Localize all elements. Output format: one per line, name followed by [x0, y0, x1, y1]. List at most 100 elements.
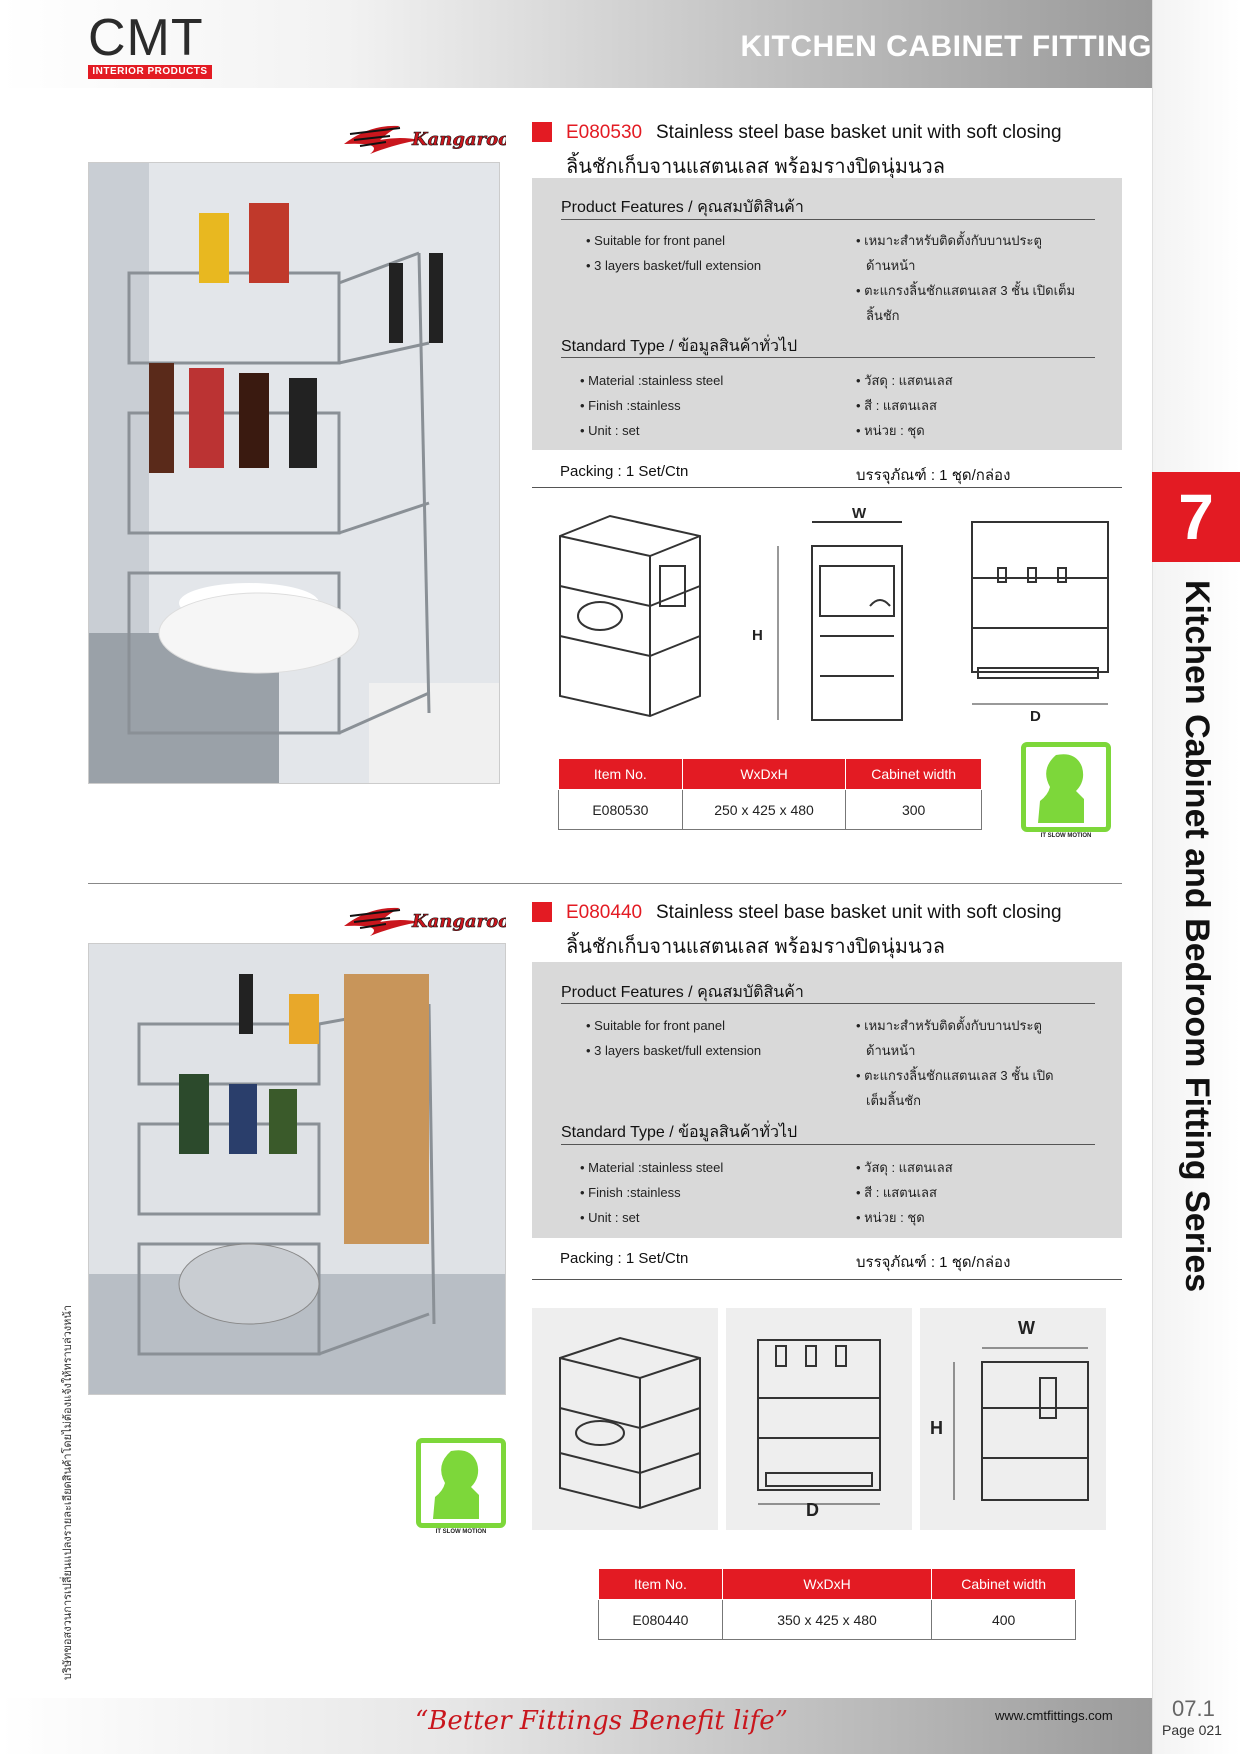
series-title: Kitchen Cabinet and Bedroom Fitting Seri… — [1152, 580, 1240, 1360]
product-photo — [88, 162, 500, 784]
series-title-text: Kitchen Cabinet and Bedroom Fitting Seri… — [1178, 580, 1216, 1293]
depth-label: D — [1030, 708, 1041, 725]
packing-th: บรรจุภัณฑ์ : 1 ชุด/กล่อง — [856, 467, 1011, 484]
slow-motion-caption: IT SLOW MOTION — [1040, 833, 1092, 839]
product-title: Stainless steel base basket unit with so… — [656, 902, 1062, 923]
standard-item: • Material :stainless steel — [580, 373, 724, 388]
feature-item: • Suitable for front panel — [586, 1018, 725, 1033]
feature-item: ลิ้นชัก — [866, 308, 900, 323]
front-dimension-drawing — [760, 506, 910, 730]
features-heading: Product Features / คุณสมบัติสินค้า — [561, 199, 804, 216]
table-cell: 300 — [845, 789, 982, 830]
features-list-th: • เหมาะสำหรับติดตั้งกับบานประตู ด้านหน้า… — [856, 228, 1075, 328]
standard-list-th: • วัสดุ : แสตนเลส • สี : แสตนเลส • หน่วย… — [856, 1155, 953, 1230]
standard-item: • วัสดุ : แสตนเลส — [856, 373, 953, 388]
packing-row — [532, 1238, 1122, 1280]
table-cell: 250 x 425 x 480 — [681, 789, 847, 830]
features-list-en: • Suitable for front panel • 3 layers ba… — [586, 1013, 761, 1063]
packing-row — [532, 450, 1122, 488]
feature-item: • 3 layers basket/full extension — [586, 258, 762, 273]
slow-motion-icon — [1021, 742, 1111, 832]
height-label: H — [752, 627, 763, 644]
table-header: WxDxH — [681, 758, 847, 790]
divider — [561, 1144, 1095, 1145]
product-photo — [88, 943, 506, 1395]
sidebar — [1152, 0, 1240, 1754]
side-dimension-drawing — [920, 1308, 1106, 1530]
standard-heading: Standard Type / ข้อมูลสินค้าทั่วไป — [561, 338, 798, 355]
table-header: WxDxH — [721, 1568, 933, 1600]
kangaroo-brand-logo: Kangaroo — [340, 114, 510, 158]
kangaroo-brand-logo: Kangaroo — [340, 896, 510, 940]
page-number: Page 021 — [1162, 1722, 1222, 1738]
product-marker-square — [532, 902, 552, 922]
feature-item: ด้านหน้า — [866, 258, 916, 273]
features-list-th: • เหมาะสำหรับติดตั้งกับบานประตู ด้านหน้า… — [856, 1013, 1054, 1113]
standard-list-en: • Material :stainless steel • Finish :st… — [580, 368, 723, 443]
feature-item: • เหมาะสำหรับติดตั้งกับบานประตู — [856, 233, 1042, 248]
table-header-row: Item No. WxDxH Cabinet width — [598, 1568, 1076, 1600]
section-number: 07.1 — [1172, 1696, 1215, 1721]
standard-item: • วัสดุ : แสตนเลส — [856, 1160, 953, 1175]
product-spec-panel — [532, 962, 1122, 1238]
table-cell: E080440 — [598, 1599, 723, 1640]
feature-item: ด้านหน้า — [866, 1043, 916, 1058]
product-title-thai: ลิ้นชักเก็บจานแสตนเลส พร้อมรางปิดนุ่มนวล — [566, 156, 946, 178]
footer-bar — [0, 1698, 1152, 1754]
product-code: E080440 — [566, 902, 643, 923]
divider — [561, 219, 1095, 220]
svg-text:Kangaroo: Kangaroo — [411, 911, 506, 932]
feature-item: • ตะแกรงลิ้นชักแสตนเลส 3 ชั้น เปิดเต็ม — [856, 283, 1076, 298]
table-cell: 350 x 425 x 480 — [721, 1599, 933, 1640]
divider — [561, 1003, 1095, 1004]
standard-item: • Unit : set — [580, 423, 640, 438]
standard-heading: Standard Type / ข้อมูลสินค้าทั่วไป — [561, 1124, 798, 1141]
svg-text:Kangaroo: Kangaroo — [411, 129, 506, 150]
company-logo: CMT — [88, 9, 204, 67]
product-title: Stainless steel base basket unit with so… — [656, 122, 1062, 143]
section-divider — [88, 883, 1122, 884]
packing-en: Packing : 1 Set/Ctn — [560, 463, 689, 480]
height-label: H — [930, 1418, 943, 1438]
width-label: W — [1018, 1318, 1035, 1338]
table-header: Item No. — [558, 758, 683, 790]
table-header: Cabinet width — [931, 1568, 1076, 1600]
slow-motion-caption: IT SLOW MOTION — [435, 1529, 487, 1535]
features-heading: Product Features / คุณสมบัติสินค้า — [561, 984, 804, 1001]
feature-item: • Suitable for front panel — [586, 233, 725, 248]
feature-item: • เหมาะสำหรับติดตั้งกับบานประตู — [856, 1018, 1042, 1033]
standard-item: • สี : แสตนเลส — [856, 1185, 937, 1200]
footer-slogan: “Better Fittings Benefit life” — [415, 1706, 788, 1736]
feature-item: • ตะแกรงลิ้นชักแสตนเลส 3 ชั้น เปิด — [856, 1068, 1054, 1083]
page-title: KITCHEN CABINET FITTING — [740, 30, 1152, 63]
isometric-drawing — [532, 1308, 718, 1530]
table-row: E080440 350 x 425 x 480 400 — [598, 1599, 1076, 1640]
features-list-en: • Suitable for front panel • 3 layers ba… — [586, 228, 761, 278]
depth-label: D — [806, 1500, 819, 1520]
table-cell: E080530 — [558, 789, 683, 830]
width-label: W — [852, 505, 867, 522]
chapter-number: 7 — [1152, 472, 1240, 562]
disclaimer-text: บริษัทขอสงวนการเปลี่ยนแปลงรายละเอียดสินค… — [62, 1304, 74, 1680]
isometric-drawing — [550, 506, 710, 726]
standard-item: • Finish :stainless — [580, 398, 681, 413]
standard-item: • Finish :stainless — [580, 1185, 681, 1200]
side-dimension-drawing — [968, 518, 1116, 710]
table-header-row: Item No. WxDxH Cabinet width — [558, 758, 982, 790]
slow-motion-icon — [416, 1438, 506, 1528]
packing-th: บรรจุภัณฑ์ : 1 ชุด/กล่อง — [856, 1254, 1011, 1271]
standard-item: • Material :stainless steel — [580, 1160, 724, 1175]
spec-table: Item No. WxDxH Cabinet width E080440 350… — [598, 1568, 1076, 1640]
standard-list-th: • วัสดุ : แสตนเลส • สี : แสตนเลส • หน่วย… — [856, 368, 953, 443]
product-spec-panel — [532, 178, 1122, 450]
table-header: Item No. — [598, 1568, 723, 1600]
standard-item: • หน่วย : ชุด — [856, 1210, 925, 1225]
standard-item: • Unit : set — [580, 1210, 640, 1225]
standard-item: • สี : แสตนเลส — [856, 398, 937, 413]
feature-item: • 3 layers basket/full extension — [586, 1043, 762, 1058]
website-link[interactable]: www.cmtfittings.com — [995, 1708, 1113, 1723]
feature-item: เต็มลิ้นชัก — [866, 1093, 922, 1108]
disclaimer: บริษัทขอสงวนการเปลี่ยนแปลงรายละเอียดสินค… — [62, 1305, 82, 1680]
standard-list-en: • Material :stainless steel • Finish :st… — [580, 1155, 723, 1230]
packing-en: Packing : 1 Set/Ctn — [560, 1250, 689, 1267]
